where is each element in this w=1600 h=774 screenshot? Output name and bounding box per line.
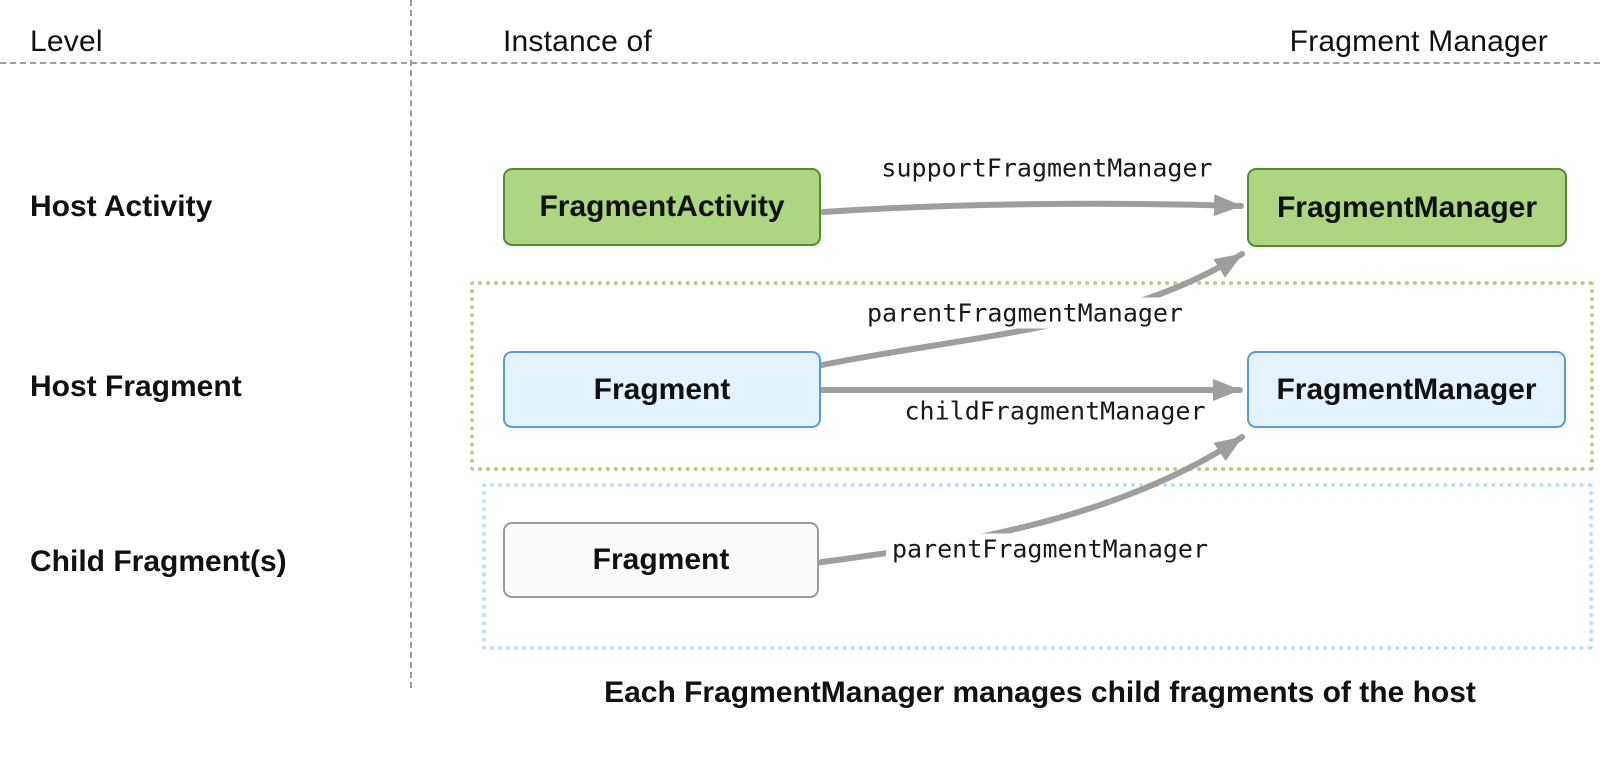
host-fragment-node: Fragment xyxy=(503,351,821,428)
support-fragment-manager-label: supportFragmentManager xyxy=(875,152,1219,184)
parent-fragment-manager-child-label: parentFragmentManager xyxy=(885,533,1215,565)
fragment-activity-node: FragmentActivity xyxy=(503,168,821,246)
header-fragment-manager-label: Fragment Manager xyxy=(1289,25,1548,58)
activity-fragment-manager-node: FragmentManager xyxy=(1247,168,1567,247)
support-fragment-manager-arrow xyxy=(820,194,1244,217)
child-fragment-manager-label: childFragmentManager xyxy=(898,395,1212,427)
header-divider-line xyxy=(0,62,1600,64)
row-label-host-fragment: Host Fragment xyxy=(30,370,242,403)
row-label-child-fragments: Child Fragment(s) xyxy=(30,545,287,578)
row-label-host-activity: Host Activity xyxy=(30,190,213,223)
header-level-label: Level xyxy=(30,25,103,58)
child-fragment-node: Fragment xyxy=(503,522,819,598)
diagram-caption: Each FragmentManager manages child fragm… xyxy=(604,676,1476,709)
column-divider-line xyxy=(410,0,412,688)
host-fragment-manager-node: FragmentManager xyxy=(1247,351,1566,428)
header-instance-of-label: Instance of xyxy=(503,25,652,58)
parent-fragment-manager-host-label: parentFragmentManager xyxy=(860,297,1190,329)
